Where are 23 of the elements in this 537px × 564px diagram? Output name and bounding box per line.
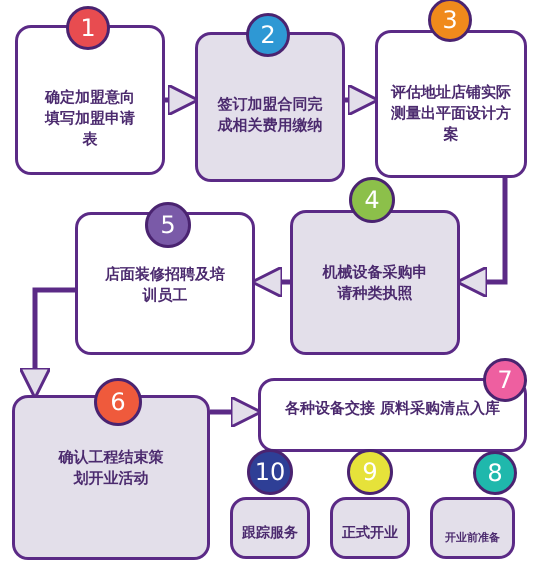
number-badge: 1: [66, 6, 110, 50]
step-box: [75, 212, 255, 355]
step-text: 跟踪服务: [241, 524, 299, 543]
step-box: [230, 497, 310, 559]
number-badge: 2: [246, 13, 290, 57]
number-badge: 4: [349, 177, 395, 223]
step-box: [430, 497, 515, 559]
number-badge: 10: [247, 449, 293, 495]
number-badge: 8: [473, 451, 517, 495]
step-text: 机械设备采购申请种类执照: [321, 262, 428, 304]
step-text: 确认工程结束策划开业活动: [57, 447, 164, 489]
step-text: 签订加盟合同完成相关费用缴纳: [216, 94, 324, 136]
number-badge: 3: [428, 0, 472, 42]
step-box: [290, 210, 460, 355]
step-text: 开业前准备: [444, 530, 501, 546]
step-text: 评估地址店铺实际测量出平面设计方案: [391, 82, 511, 145]
step-text: 确定加盟意向填写加盟申请表: [44, 87, 136, 150]
step-text: 正式开业: [341, 524, 399, 543]
step-box: [330, 497, 410, 559]
step-box: [375, 30, 527, 178]
number-badge: 9: [347, 449, 393, 495]
step-text: 店面装修招聘及培训员工: [105, 264, 225, 306]
number-badge: 6: [94, 378, 142, 426]
